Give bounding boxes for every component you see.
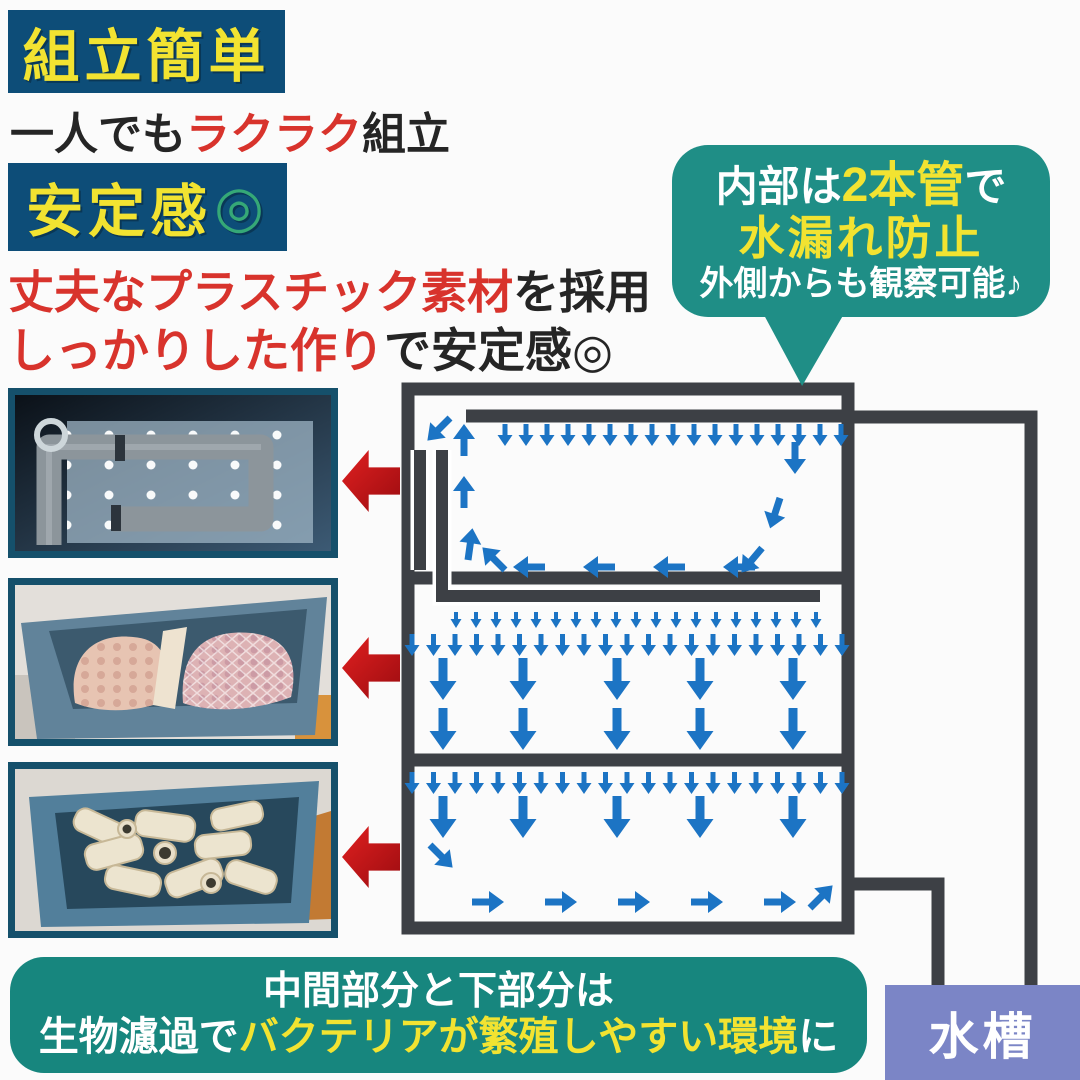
- banner-line2-post: に: [798, 1015, 839, 1060]
- build-headline: しっかりした作りで安定感◎: [8, 312, 613, 381]
- assembly-badge: 組立簡単: [8, 10, 285, 93]
- water-flow-arrows: [404, 410, 850, 916]
- inlet-pipe: [848, 410, 1038, 985]
- banner-line-2: 生物濾過でバクテリアが繁殖しやすい環境に: [39, 1014, 839, 1060]
- bubble-line-3: 外側からも観察可能♪: [699, 264, 1023, 303]
- water-tank-label: 水槽: [885, 985, 1080, 1080]
- material-headline-highlight: 丈夫なプラスチック素材: [8, 266, 514, 318]
- bottom-banner: 中間部分と下部分は 生物濾過でバクテリアが繁殖しやすい環境に: [10, 957, 867, 1073]
- material-headline: 丈夫なプラスチック素材を採用: [8, 256, 651, 322]
- bubble-line-1: 内部は2本管で: [716, 159, 1007, 213]
- bio-media-bags-photo: [8, 578, 338, 746]
- spray-pipe-illustration: [15, 395, 331, 551]
- outlet-pipe: [848, 877, 945, 985]
- assembly-headline: 一人でもラクラク組立: [10, 98, 450, 162]
- twin-pipes: [410, 450, 820, 606]
- assembly-headline-pre: 一人でも: [10, 110, 186, 159]
- bubble-line-2: 水漏れ防止: [738, 212, 984, 265]
- assembly-headline-highlight: ラクラク: [186, 110, 362, 159]
- assembly-badge-label: 組立簡単: [22, 24, 271, 89]
- bubble-line1-pre: 内部は: [715, 163, 842, 211]
- assembly-headline-post: 組立: [362, 110, 450, 159]
- filter-box: [401, 382, 855, 935]
- banner-line2-highlight: バクテリアが繁殖しやすい環境: [238, 1015, 799, 1060]
- material-headline-post: を採用: [513, 266, 652, 318]
- banner-line-1: 中間部分と下部分は: [262, 969, 614, 1013]
- build-headline-post: で安定感◎: [384, 324, 614, 377]
- inner-pipe-b: [436, 450, 820, 602]
- ceramic-rings-illustration: [15, 769, 331, 931]
- bubble-line1-post: で: [964, 163, 1007, 211]
- speech-bubble: 内部は2本管で 水漏れ防止 外側からも観察可能♪: [672, 145, 1050, 317]
- build-headline-highlight: しっかりした作り: [8, 324, 384, 377]
- ceramic-rings-photo: [8, 762, 338, 938]
- bubble-line1-highlight: 2本管: [841, 159, 965, 213]
- bio-media-illustration: [15, 585, 331, 739]
- filter-box-structure: [401, 382, 1038, 985]
- spray-pipe-photo: [8, 388, 338, 558]
- stability-badge: 安定感◎: [8, 163, 287, 251]
- water-tank-text: 水槽: [928, 1008, 1037, 1065]
- banner-line2-pre: 生物濾過で: [38, 1015, 239, 1060]
- double-circle-icon: ◎: [214, 175, 269, 239]
- stability-badge-label: 安定感: [26, 180, 213, 244]
